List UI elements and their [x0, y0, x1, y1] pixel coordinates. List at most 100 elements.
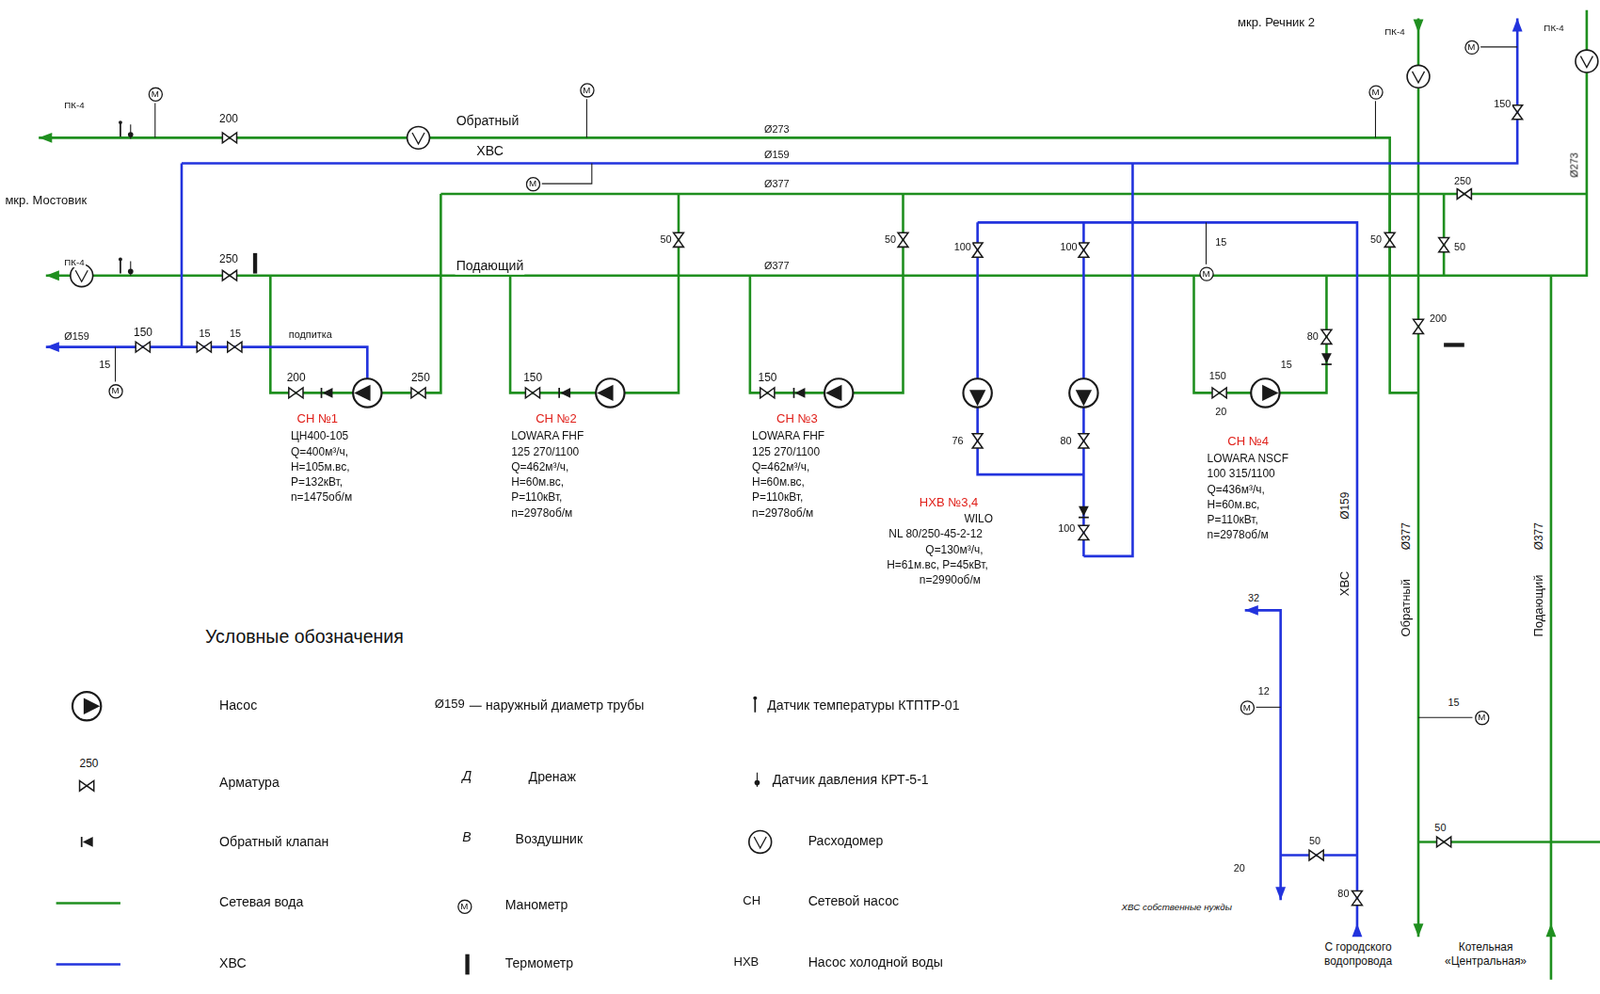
scheme-label: ПК-4 — [63, 256, 86, 268]
valve-symbol — [897, 232, 909, 247]
thermometer-symbol — [1443, 342, 1465, 347]
pipe — [440, 192, 1587, 196]
flow-arrow — [1413, 19, 1424, 33]
flow-arrow — [46, 341, 60, 352]
pipe-label: Обратный — [1399, 577, 1414, 639]
pump-name: СН №4 — [1226, 434, 1270, 449]
pipe — [977, 222, 1085, 475]
scheme-label: Q=130м³/ч, — [924, 543, 984, 557]
valve-symbol — [411, 387, 426, 399]
pump-name: СН №2 — [534, 412, 578, 427]
scheme-label: Ø159 — [433, 698, 466, 713]
scheme-label: H=60м.вс, — [1206, 497, 1262, 512]
valve-symbol — [1437, 836, 1452, 848]
scheme-label: 250 — [1453, 175, 1472, 187]
scheme-label: Подающий — [455, 258, 526, 274]
scheme-label: Q=400м³/ч, — [289, 445, 350, 459]
gauge-leader — [1375, 100, 1376, 138]
scheme-label: 80 — [1306, 330, 1320, 342]
scheme-label: СН — [741, 894, 762, 909]
scheme-label: 20 — [1214, 406, 1228, 418]
scheme-label: 150 — [1492, 97, 1512, 110]
thermometer-symbol — [464, 954, 469, 976]
scheme-label: 15 — [97, 359, 112, 371]
valve-symbol — [1078, 525, 1089, 540]
scheme-label: n=1475об/м — [289, 490, 353, 504]
scheme-label: 76 — [950, 434, 964, 447]
scheme-label: WILO — [962, 512, 994, 526]
pump-symbol — [595, 378, 624, 407]
valve-symbol — [1512, 105, 1523, 120]
scheme-label: 50 — [1369, 233, 1383, 245]
valve-symbol — [1321, 329, 1332, 344]
legend-text: Датчик давления КРТ-5-1 — [772, 772, 929, 788]
legend-text: Расходомер — [808, 833, 884, 849]
scheme-label: 50 — [1433, 821, 1447, 833]
gauge-leader — [1205, 222, 1207, 264]
valve-symbol — [1212, 387, 1227, 399]
scheme-label: Ø159 — [63, 330, 91, 342]
pressure-sensor-symbol — [128, 261, 134, 276]
pipe-label: Подающий — [1532, 573, 1547, 638]
valve-symbol — [222, 132, 237, 144]
pipe-label: Ø159 — [1338, 491, 1352, 521]
manometer-letter: М — [456, 898, 472, 914]
scheme-label: Ø159 — [763, 148, 791, 160]
valve-symbol — [972, 242, 983, 257]
pressure-sensor-symbol — [754, 772, 761, 787]
check-valve-symbol — [793, 387, 805, 399]
temperature-sensor-symbol — [118, 120, 123, 137]
scheme-label: 15 — [1446, 696, 1460, 708]
legend-text: Воздушник — [515, 832, 584, 848]
scheme-label: 100 — [953, 240, 973, 253]
manometer-letter: М — [147, 86, 163, 102]
scheme-label: NL 80/250-45-2-12 — [887, 528, 984, 542]
scheme-label: мкр. Мостовик — [3, 193, 88, 208]
temperature-sensor-symbol — [118, 256, 123, 273]
legend-text: Насос — [219, 698, 257, 714]
legend-text: Сетевой насос — [808, 894, 899, 910]
manometer-node: М — [1198, 265, 1214, 281]
manometer-node: М — [578, 81, 594, 97]
gauge-leader — [469, 705, 482, 707]
scheme-label: 150 — [522, 371, 544, 385]
scheme-label: 15 — [1214, 237, 1228, 249]
scheme-label: 100 315/1100 — [1206, 467, 1277, 481]
scheme-label: 15 — [1280, 359, 1294, 371]
scheme-label: Д — [461, 768, 473, 784]
scheme-label: Q=462м³/ч, — [510, 460, 570, 474]
gauge-leader — [542, 162, 592, 184]
valve-symbol — [760, 387, 775, 399]
pipe — [1442, 193, 1446, 276]
scheme-label: 150 — [1208, 370, 1228, 383]
manometer-letter: М — [1367, 83, 1383, 99]
scheme-label: LOWARA FHF — [751, 429, 826, 443]
flowmeter-symbol — [1407, 64, 1430, 88]
scheme-label: 125 270/1100 — [510, 445, 580, 459]
manometer-node: М — [107, 383, 123, 399]
flow-arrow — [38, 132, 52, 144]
pipe — [46, 10, 1587, 276]
valve-symbol — [1456, 189, 1472, 200]
scheme-label: P=110кВт, — [510, 490, 563, 504]
gauge-leader — [586, 98, 588, 138]
valve-symbol — [1384, 232, 1395, 247]
gauge-leader — [154, 103, 156, 139]
flowmeter-symbol — [749, 831, 772, 854]
manometer-letter: М — [107, 383, 123, 399]
scheme-label: 12 — [1257, 686, 1271, 698]
scheme-label: мкр. Речник 2 — [1236, 16, 1316, 31]
scheme-label: 200 — [286, 371, 307, 385]
manometer-node: М — [456, 898, 472, 914]
scheme-label: 32 — [1247, 592, 1261, 604]
pump-name: СН №3 — [775, 412, 819, 427]
valve-symbol — [227, 341, 242, 352]
pipe-label: Ø273 — [1568, 151, 1580, 179]
manometer-node: М — [1473, 709, 1489, 725]
scheme-label: ПК-4 — [1542, 22, 1566, 33]
pipe — [46, 347, 368, 380]
legend-text: Обратный клапан — [219, 834, 329, 850]
pipe — [510, 193, 679, 393]
scheme-label: P=110кВт, — [751, 490, 804, 504]
